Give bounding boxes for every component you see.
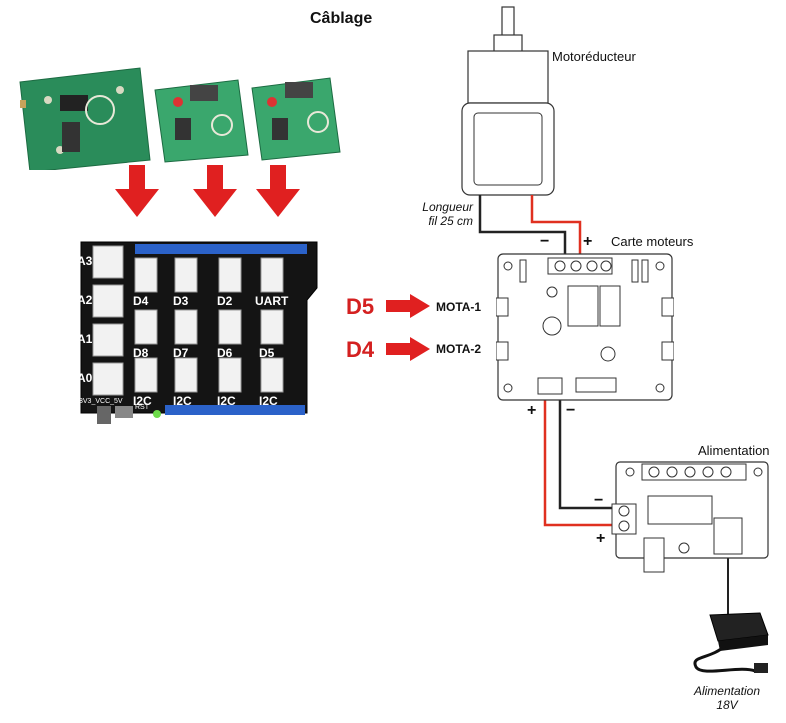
sensor-boards [19,67,341,170]
grove-socket [92,245,124,279]
adapter-label-line1: Alimentation [693,684,761,698]
grove-socket [134,309,158,345]
reset-button [115,406,133,418]
sensor-board-3 [251,77,341,161]
grove-socket [218,257,242,293]
port-label: UART [255,294,289,308]
switch-label: 3V3_VCC_5V [79,398,123,405]
grove-socket [260,309,284,345]
motor-board [496,253,674,401]
grove-socket [92,323,124,357]
gearmotor-label: Motoréducteur [552,49,636,64]
power-wire-red [543,382,618,527]
down-arrow-icon [256,165,300,217]
port-label: A1 [77,332,93,346]
port-label: D8 [133,346,149,360]
voltage-switch [97,406,111,424]
power-board-label: Alimentation [698,443,770,458]
reset-label: RST [135,404,149,411]
supply-plus-sign: + [527,402,537,419]
grove-socket [218,357,242,393]
grove-socket [218,309,242,345]
motor-board-label: Carte moteurs [611,234,694,249]
port-label: I2C [259,394,278,408]
down-arrow-icon [193,165,237,217]
port-label: D6 [217,346,233,360]
grove-socket [92,284,124,318]
pin-arrows [386,294,430,361]
right-arrow-icon [386,337,430,361]
grove-socket [92,362,124,396]
power-minus-sign: − [594,492,604,509]
motor-wire-black [478,195,567,262]
wire-length-line1: Longueur [422,200,473,214]
grove-socket [134,257,158,293]
power-wire-black [558,382,618,510]
grove-shield [80,241,318,424]
power-board [611,461,769,573]
port-label: A3 [77,254,93,268]
down-arrow-icon [115,165,159,217]
port-label: D7 [173,346,189,360]
grove-socket [174,309,198,345]
motor-minus-sign: − [540,233,550,250]
mota2-label: MOTA-2 [436,342,482,356]
grove-socket [174,357,198,393]
port-label: D2 [217,294,233,308]
pin-d4-label: D4 [346,337,375,362]
port-label: A0 [77,371,93,385]
wire-length-line2: fil 25 cm [428,214,473,228]
adapter-label: Alimentation 18V [680,684,774,712]
right-arrow-icon [386,294,430,318]
power-adapter [693,612,769,673]
power-led [153,410,161,418]
port-label: I2C [217,394,236,408]
pin-d5-label: D5 [346,294,375,319]
grove-socket [174,257,198,293]
power-plus-sign: + [596,530,606,547]
supply-minus-sign: − [566,402,576,419]
port-label: A2 [77,293,93,307]
down-arrows [115,165,300,217]
grove-socket [260,257,284,293]
wire-length-label: Longueur fil 25 cm [405,200,473,228]
motor-wire-red [530,195,582,262]
port-label: D4 [133,294,149,308]
port-label: I2C [173,394,192,408]
page-title: Câblage [310,10,373,27]
header-bottom [165,405,305,415]
mota1-label: MOTA-1 [436,300,482,314]
sensor-board-2 [154,79,249,163]
grove-socket [134,357,158,393]
grove-socket [260,357,284,393]
port-label: D3 [173,294,189,308]
port-label: I2C [133,394,152,408]
header-top [135,244,307,254]
sensor-board-1 [19,67,151,170]
motor-plus-sign: + [583,233,593,250]
port-label: D5 [259,346,275,360]
gearmotor [461,6,555,196]
adapter-label-line2: 18V [716,698,738,712]
